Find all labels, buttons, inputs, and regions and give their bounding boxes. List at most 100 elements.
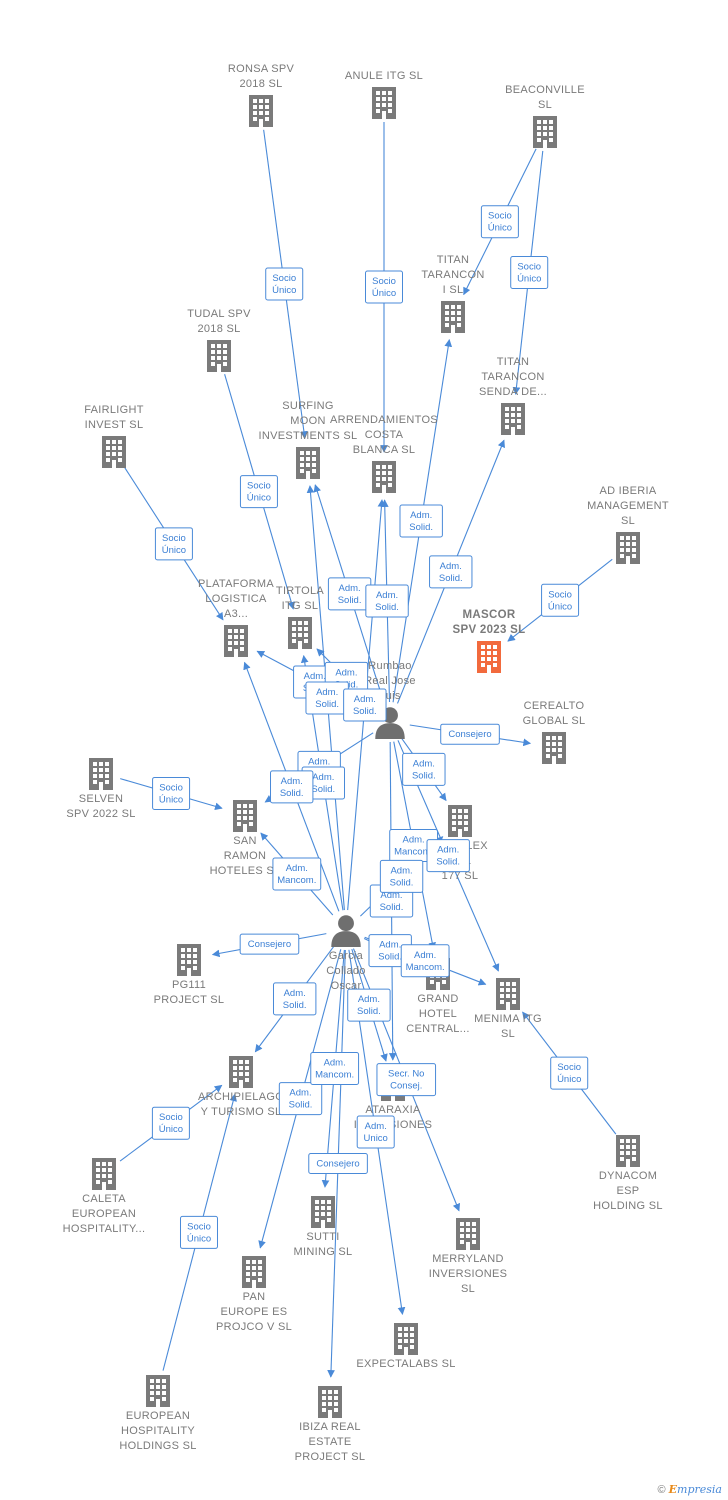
edge-label-box	[278, 1082, 323, 1116]
edge-label-adm-unico[interactable]: Adm.Unico	[356, 1115, 395, 1149]
edge-label-adm-solid[interactable]: Adm.Solid.	[426, 839, 470, 873]
edge-label-text: Solid.	[378, 952, 402, 963]
building-icon	[616, 1135, 640, 1167]
node-label: MANAGEMENT	[587, 500, 669, 512]
node-label: PROJCO V SL	[216, 1321, 292, 1333]
edge-label-text: Adm.	[410, 510, 432, 521]
edge-label-box	[399, 504, 443, 538]
node-grandhotel[interactable]: GRANDHOTELCENTRAL...	[406, 958, 470, 1035]
edge-label-adm-solid[interactable]: Adm.Solid.	[343, 688, 387, 722]
edge-label-text: Adm.	[354, 694, 376, 705]
node-label: GRAND	[417, 993, 458, 1005]
edge-label-text: Solid.	[375, 602, 399, 613]
node-label: DYNACOM	[599, 1170, 657, 1182]
node-label: ARRENDAMIENTOS	[330, 414, 438, 426]
building-icon	[89, 758, 113, 790]
edge-label-text: Socio	[247, 481, 271, 492]
edge-label-adm-solid[interactable]: Adm.Solid.	[278, 1082, 323, 1116]
edge-label-adm-solid[interactable]: Adm.Solid.	[399, 504, 443, 538]
edge-label-adm-solid[interactable]: Adm.Solid.	[402, 752, 446, 786]
edge-label-adm-solid[interactable]: Adm.Solid.	[369, 884, 414, 918]
edge-label-adm-solid[interactable]: Adm.Solid.	[305, 681, 349, 715]
building-icon	[318, 1386, 342, 1418]
edge-label-adm-mancom[interactable]: Adm.Mancom.	[400, 944, 450, 978]
edge-label-consejero[interactable]: Consejero	[440, 723, 500, 745]
building-icon	[288, 617, 312, 649]
brand-footer[interactable]: © Empresia	[657, 1483, 722, 1496]
edge-label-adm-solid[interactable]: Adm.Solid.	[365, 584, 409, 618]
building-icon	[441, 301, 465, 333]
edge-label-consejero[interactable]: Consejero	[239, 933, 300, 955]
building-icon	[146, 1375, 170, 1407]
edge-label-adm-mancom[interactable]: Adm.Mancom.	[310, 1052, 360, 1086]
edge-label-box	[272, 982, 317, 1016]
node-caleta[interactable]: CALETAEUROPEANHOSPITALITY...	[63, 1158, 146, 1235]
edge-label-text: Adm.	[324, 1058, 346, 1069]
node-anule[interactable]: ANULE ITG SL	[345, 70, 423, 119]
edge-label-adm-solid[interactable]: Adm.Solid.	[327, 577, 372, 611]
edge-label-consejero[interactable]: Consejero	[308, 1153, 368, 1175]
node-label: SAN	[233, 835, 257, 847]
node-label: SELVEN	[79, 793, 123, 805]
edge-label-box	[265, 267, 304, 301]
edge-label-adm-mancom[interactable]: Adm.Mancom.	[272, 857, 322, 891]
edge-label-adm-solid[interactable]: Adm.Solid.	[379, 859, 424, 893]
edge-label-adm-solid[interactable]: Adm.Solid.	[429, 555, 473, 589]
building-icon	[207, 340, 231, 372]
edge-label-text: Adm.	[414, 950, 436, 961]
node-label: BEACONVILLE	[505, 84, 585, 96]
node-expectalabs[interactable]: EXPECTALABS SL	[356, 1323, 455, 1370]
node-label: 177 SL	[442, 870, 479, 882]
edge-label-box	[480, 205, 519, 239]
edge-label-box	[550, 1056, 589, 1090]
edge-label-text: Socio	[557, 1062, 581, 1073]
node-label: TUDAL SPV	[187, 308, 251, 320]
edge-label-text: Único	[159, 794, 183, 805]
edge-label-adm-solid[interactable]: Adm.Solid.	[272, 982, 317, 1016]
edge-label-adm-solid[interactable]: Adm.Solid.	[347, 988, 391, 1022]
node-label: Garcia	[329, 950, 364, 962]
edge-label-text: Único	[187, 1233, 211, 1244]
node-label: EXPECTALABS SL	[356, 1358, 455, 1370]
node-plataforma[interactable]: PLATAFORMALOGISTICAA3...	[198, 578, 274, 657]
edge-label-adm-solid[interactable]: Adm.Solid.	[270, 770, 314, 804]
building-icon	[496, 978, 520, 1010]
